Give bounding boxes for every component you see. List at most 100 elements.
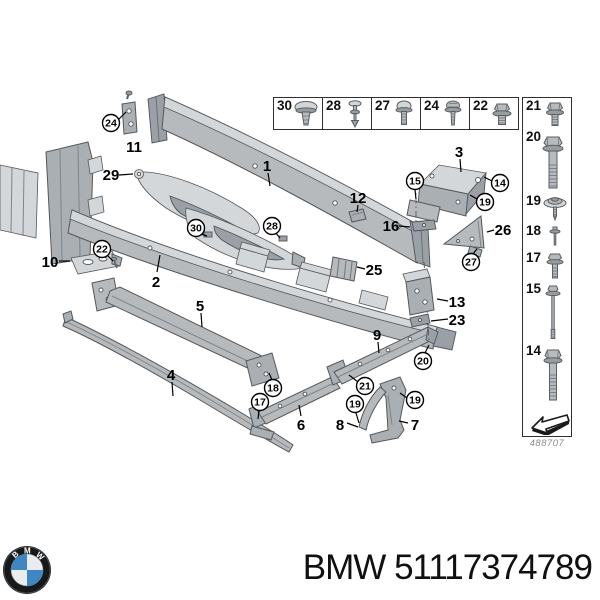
fastener-number: 28 — [326, 98, 342, 113]
flange-head-screw-icon — [444, 100, 462, 126]
fastener-number: 27 — [375, 98, 391, 113]
callout-23: 23 — [449, 312, 466, 329]
svg-text:19: 19 — [349, 399, 361, 411]
circled-callout-28: 28 — [262, 216, 282, 236]
callout-6: 6 — [297, 417, 305, 434]
circled-callout-21: 21 — [355, 376, 375, 396]
fastener-number: 19 — [526, 193, 542, 208]
fastener-number: 24 — [424, 98, 440, 113]
bmw-logo: B M W — [2, 545, 52, 595]
svg-text:24: 24 — [105, 118, 117, 130]
callout-4: 4 — [167, 367, 176, 384]
callout-5: 5 — [196, 298, 204, 315]
part-7-bracket — [369, 376, 407, 444]
fastener-number: 15 — [526, 281, 542, 296]
bmw-roundel-icon: B M W — [3, 546, 51, 594]
fastener-cell-27: 27 — [371, 97, 421, 130]
fastener-cell-15: 15 — [522, 281, 572, 344]
circled-callout-19a: 19 — [475, 192, 495, 212]
svg-text:30: 30 — [190, 223, 202, 235]
callout-9: 9 — [373, 327, 381, 344]
circled-callout-20: 20 — [413, 351, 433, 371]
hex-bolt-washer-icon — [546, 253, 564, 279]
part-11-bracket — [121, 90, 138, 135]
callout-1: 1 — [263, 158, 271, 175]
washer-screw-icon — [543, 197, 567, 222]
circled-callout-15: 15 — [405, 171, 425, 191]
fastener-cell-28: 28 — [322, 97, 372, 130]
fastener-number: 14 — [526, 343, 542, 358]
callout-13: 13 — [449, 294, 466, 311]
mushroom-clip-icon — [294, 101, 318, 126]
circled-callouts: 24 22 30 28 15 14 — [92, 113, 510, 414]
callout-10: 10 — [42, 254, 59, 271]
fastener-cell-19: 19 — [522, 193, 572, 224]
fastener-number: 18 — [526, 223, 542, 238]
svg-text:W: W — [34, 550, 46, 562]
svg-text:20: 20 — [417, 356, 429, 368]
part-number: 51117374789 — [394, 548, 593, 587]
callout-16: 16 — [383, 218, 400, 235]
hex-flange-bolt-long-icon — [542, 136, 564, 189]
hex-flange-bolt-short-icon — [492, 103, 512, 125]
circled-callout-24: 24 — [101, 113, 121, 133]
callout-11: 11 — [126, 139, 142, 156]
hex-flange-bolt-icon — [546, 102, 564, 126]
part-12-clip — [348, 208, 367, 223]
direction-arrow-cell — [522, 406, 572, 437]
part-3-mount-bracket — [406, 164, 487, 232]
part-25-block — [329, 256, 358, 282]
part-2-lower-beam — [45, 141, 457, 351]
svg-text:27: 27 — [465, 257, 477, 269]
callout-7: 7 — [411, 417, 419, 434]
svg-text:M: M — [24, 547, 31, 556]
fastener-cell-20: 20 — [522, 129, 572, 194]
svg-text:18: 18 — [267, 383, 279, 395]
circled-callout-18: 18 — [263, 378, 283, 398]
callout-3: 3 — [455, 144, 463, 161]
exploded-parts-diagram: 1 2 3 4 5 6 7 8 9 10 11 12 13 16 23 25 2… — [0, 90, 512, 453]
part-13-bracket — [402, 261, 435, 341]
fastener-number: 20 — [526, 129, 542, 144]
part-5-rail — [91, 277, 280, 387]
svg-text:22: 22 — [96, 244, 108, 256]
callout-25: 25 — [366, 262, 383, 279]
part-23-clip — [409, 313, 431, 328]
svg-text:17: 17 — [254, 397, 266, 409]
circled-callout-19c: 19 — [405, 390, 425, 410]
fastener-cell-30: 30 — [273, 97, 323, 130]
callout-12: 12 — [350, 190, 367, 207]
brand-text: BMW — [302, 548, 387, 587]
svg-text:19: 19 — [409, 395, 421, 407]
part-26-gusset — [442, 215, 485, 258]
hex-flange-bolt-thick-icon — [543, 349, 563, 401]
svg-text:14: 14 — [494, 178, 506, 190]
fastener-cell-17: 17 — [522, 250, 572, 282]
part-number-title: BMW 51117374789 — [302, 548, 593, 588]
fastener-cell-21: 21 — [522, 97, 572, 130]
part-9-rail — [326, 326, 439, 386]
diagram-code: 488707 — [529, 438, 565, 449]
svg-text:15: 15 — [409, 176, 421, 188]
fastener-number: 30 — [277, 98, 293, 113]
callout-2: 2 — [152, 274, 160, 291]
fastener-cell-24: 24 — [420, 97, 470, 130]
direction-arrow-icon — [531, 414, 570, 435]
expansion-rivet-icon — [348, 100, 362, 129]
svg-text:19: 19 — [479, 197, 491, 209]
circled-callout-27: 27 — [461, 252, 481, 272]
callout-29: 29 — [103, 167, 120, 184]
part-left-fragment — [0, 164, 39, 239]
circled-callout-14: 14 — [490, 173, 510, 193]
callout-8: 8 — [336, 417, 344, 434]
callout-26: 26 — [495, 222, 512, 239]
part-29-shield-blades — [134, 169, 306, 270]
svg-text:B: B — [10, 549, 20, 560]
pan-head-screw-icon — [395, 100, 413, 125]
circled-callout-17: 17 — [250, 392, 270, 412]
circled-callout-22: 22 — [92, 239, 112, 259]
circled-callout-19b: 19 — [345, 394, 365, 414]
fastener-number: 21 — [526, 98, 542, 113]
fastener-number: 17 — [526, 250, 542, 265]
